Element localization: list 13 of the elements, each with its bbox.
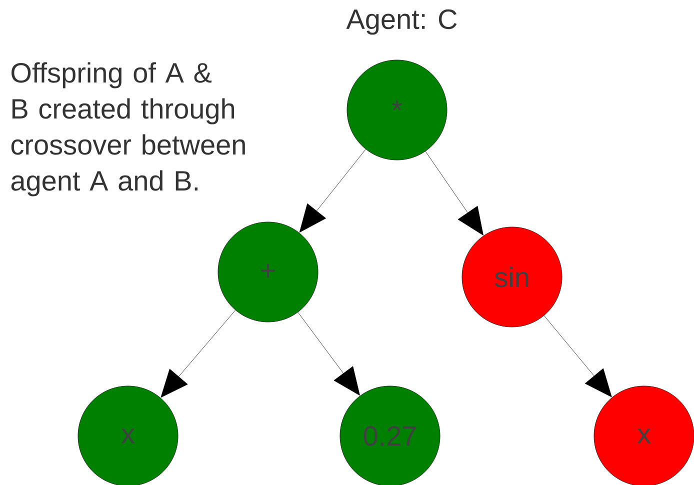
tree-node: *: [346, 60, 448, 160]
tree-node: x: [78, 386, 178, 485]
tree-node: +: [218, 222, 318, 322]
note: Offspring of A & B created through crossover between agent A and B.: [11, 62, 245, 196]
arrow: [544, 315, 612, 398]
tree-node: 0.27: [340, 386, 440, 485]
tree-node: sin: [462, 226, 562, 328]
arrow: [425, 151, 484, 236]
arrow: [160, 310, 236, 398]
title: Agent: C: [346, 9, 457, 35]
arrow: [298, 312, 360, 396]
tree-node: x: [594, 386, 694, 485]
arrow: [299, 149, 366, 233]
